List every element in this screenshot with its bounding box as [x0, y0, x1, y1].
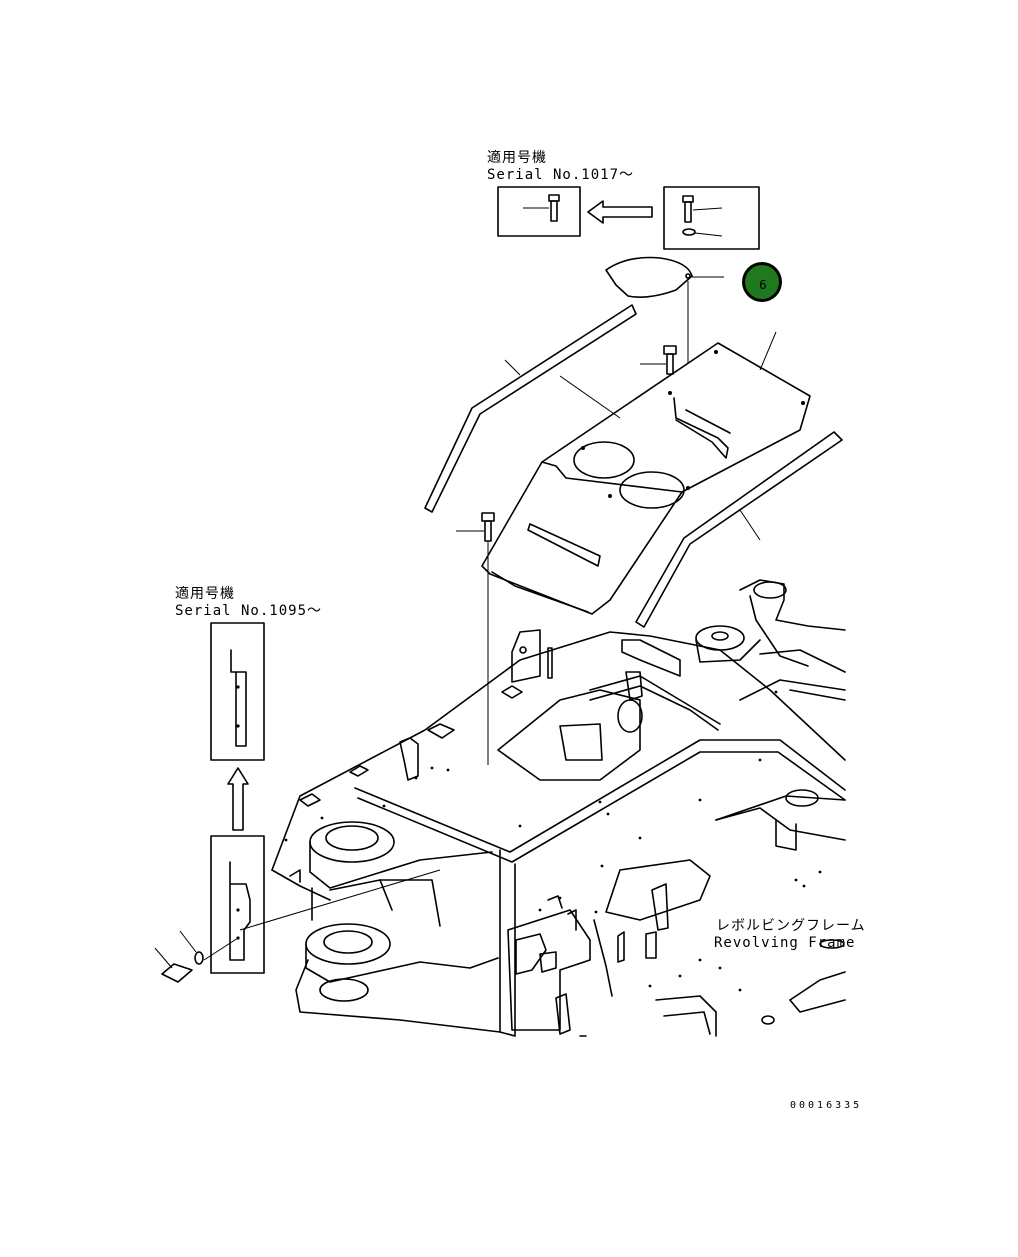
left-note-title: 適用号機: [175, 585, 235, 602]
detail-box-old-bolt-washer: [663, 186, 760, 250]
left-note-serial: Serial No.1095～: [175, 603, 322, 619]
bolt-undercover-front: [456, 512, 495, 765]
drawing-number: 00016335: [790, 1100, 862, 1111]
detail-box-bracket-old: [203, 835, 265, 974]
detail-box-bracket-new: [210, 622, 265, 761]
top-note-title: 適用号機: [487, 149, 547, 166]
arrow-up-icon: [227, 767, 249, 831]
frame-bolt-holes: [284, 690, 822, 992]
washer-bracket: [179, 930, 204, 965]
callout-number: 6: [759, 278, 767, 292]
detail-box-new-bolt: [497, 186, 581, 237]
top-note-serial: Serial No.1017～: [487, 167, 634, 183]
seal-strip-left: [424, 304, 637, 513]
undercover: [481, 331, 811, 615]
revolving-frame: [271, 579, 846, 1037]
seal-strip-right: [635, 431, 843, 628]
bolt-undercover-center: [640, 345, 677, 375]
callout-badge: [745, 265, 779, 299]
bolt-bracket: [154, 947, 193, 983]
frame-label-jp: レボルビングフレーム: [716, 918, 866, 934]
callout-6: 6: [742, 262, 782, 302]
frame-label-en: Revolving Frame: [714, 935, 855, 951]
arrow-left-icon: [587, 200, 653, 224]
